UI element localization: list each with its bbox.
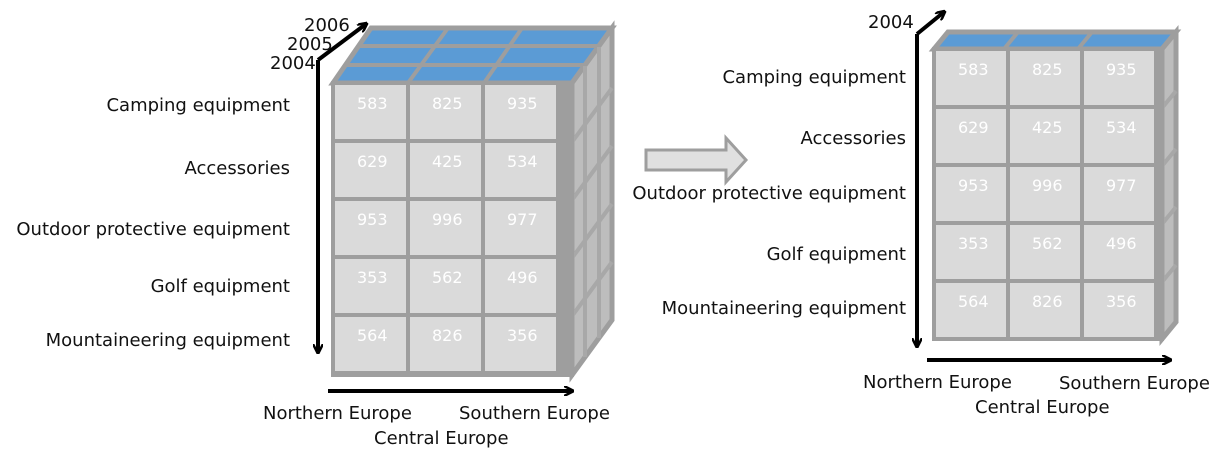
cell-value: 977 [1106, 176, 1137, 195]
cell-value: 534 [1106, 118, 1137, 137]
slice-top-face [928, 29, 1182, 52]
cell-value: 629 [958, 118, 989, 137]
cell-value: 583 [357, 94, 388, 113]
cell-value: 356 [1106, 292, 1137, 311]
cell-value: 935 [507, 94, 538, 113]
row-label: Camping equipment [106, 95, 290, 116]
grid-cell [485, 201, 556, 255]
cell-value: 953 [958, 176, 989, 195]
grid-cell [485, 317, 556, 371]
row-label: Mountaineering equipment [662, 298, 906, 319]
year-label: 2005 [287, 34, 333, 55]
cell-value: 564 [357, 326, 388, 345]
column-label: Central Europe [975, 397, 1110, 418]
cell-value: 826 [432, 326, 463, 345]
cell-value: 935 [1106, 60, 1137, 79]
cell-value: 564 [958, 292, 989, 311]
grid-cell [410, 317, 481, 371]
grid-cell [335, 317, 406, 371]
grid-cell [335, 259, 406, 313]
cell-value: 825 [1032, 60, 1063, 79]
cell-value: 353 [958, 234, 989, 253]
grid-cell [1010, 167, 1080, 221]
cube-side-face [569, 20, 615, 383]
right-slice-cells: 583 825 935 629 425 534 953 996 977 353 562 496 564 8… [936, 51, 1154, 337]
year-label: 2004 [270, 53, 316, 74]
grid-cell [410, 143, 481, 197]
cell-value: 562 [432, 268, 463, 287]
cell-value: 825 [432, 94, 463, 113]
grid-cell [936, 109, 1006, 163]
row-label: Mountaineering equipment [46, 330, 290, 351]
grid-cell [1084, 109, 1154, 163]
grid-cell [335, 143, 406, 197]
row-label: Golf equipment [151, 276, 290, 297]
grid-cell [1084, 51, 1154, 105]
cell-value: 496 [507, 268, 538, 287]
left-cube: 583 825 935 629 425 534 953 996 977 353 562 496 564 8… [16, 15, 617, 449]
cell-value: 996 [1032, 176, 1063, 195]
row-label: Outdoor protective equipment [632, 183, 906, 204]
column-label: Southern Europe [1059, 373, 1210, 394]
row-label: Outdoor protective equipment [16, 219, 290, 240]
cube-top-face [328, 25, 617, 86]
grid-cell [410, 259, 481, 313]
left-cube-cells: 583 825 935 629 425 534 953 996 977 353 562 496 564 8… [335, 85, 556, 371]
grid-cell [1084, 225, 1154, 279]
grid-cell [936, 167, 1006, 221]
cell-value: 996 [432, 210, 463, 229]
right-slice: 583 825 935 629 425 534 953 996 977 353 562 496 564 8… [632, 12, 1210, 418]
years-axis-arrow [316, 24, 366, 62]
row-label: Camping equipment [722, 67, 906, 88]
cell-value: 356 [507, 326, 538, 345]
year-label: 2006 [304, 15, 350, 36]
grid-cell [410, 85, 481, 139]
grid-cell [1084, 283, 1154, 337]
slice-year-axis-arrow [915, 12, 944, 36]
grid-cell [485, 143, 556, 197]
column-label: Central Europe [374, 428, 509, 449]
column-label: Northern Europe [863, 372, 1012, 393]
cell-value: 353 [357, 268, 388, 287]
grid-cell [1010, 51, 1080, 105]
cell-value: 629 [357, 152, 388, 171]
row-label: Accessories [801, 128, 907, 149]
cell-value: 562 [1032, 234, 1063, 253]
grid-cell [485, 85, 556, 139]
grid-cell [1084, 167, 1154, 221]
cell-value: 534 [507, 152, 538, 171]
grid-cell [936, 283, 1006, 337]
slice-side-face [1159, 25, 1179, 346]
grid-cell [485, 259, 556, 313]
row-label: Golf equipment [767, 244, 906, 265]
cell-value: 826 [1032, 292, 1063, 311]
cell-value: 425 [432, 152, 463, 171]
column-label: Northern Europe [263, 403, 412, 424]
grid-cell [936, 225, 1006, 279]
cell-value: 977 [507, 210, 538, 229]
grid-cell [1010, 225, 1080, 279]
grid-cell [1010, 283, 1080, 337]
grid-cell [1010, 109, 1080, 163]
grid-cell [335, 201, 406, 255]
cell-value: 583 [958, 60, 989, 79]
slice-arrow [644, 134, 749, 186]
cell-value: 953 [357, 210, 388, 229]
year-label: 2004 [868, 12, 914, 33]
grid-cell [936, 51, 1006, 105]
row-label: Accessories [185, 158, 291, 179]
column-label: Southern Europe [459, 403, 610, 424]
grid-cell [410, 201, 481, 255]
cell-value: 496 [1106, 234, 1137, 253]
grid-cell [335, 85, 406, 139]
cell-value: 425 [1032, 118, 1063, 137]
